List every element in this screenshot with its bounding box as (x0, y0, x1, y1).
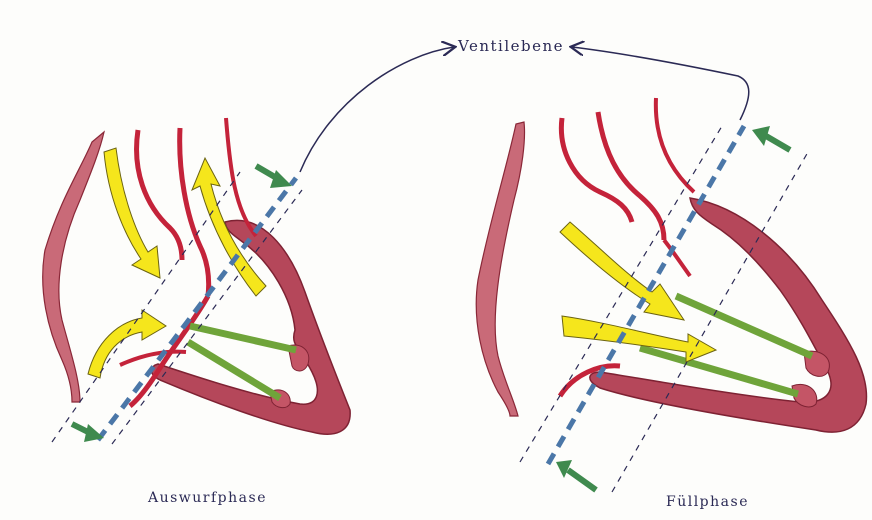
filling-heart (476, 98, 866, 492)
vessel-right-1 (561, 118, 632, 222)
flow-arrow-in-left (104, 148, 160, 278)
flow-arrow-right-lower (562, 316, 716, 362)
movement-arrow-right-top (752, 126, 790, 150)
valve-plane-connector-right (572, 47, 749, 120)
ejection-phase-label: Auswurfphase (148, 490, 267, 506)
movement-arrow-right-bottom (556, 460, 596, 490)
chordae-left-1 (190, 326, 296, 350)
movement-arrow-left-top (256, 166, 292, 188)
vessel-right-4 (664, 240, 690, 276)
valve-plane-connector-left (300, 47, 454, 172)
filling-phase-label: Füllphase (666, 494, 749, 510)
right-atrium-wall (476, 122, 524, 416)
vessel-left-1 (137, 130, 182, 260)
vessel-left-2 (180, 128, 209, 296)
ventricle-wall-right (590, 198, 867, 432)
valve-plane-label: Ventilebene (458, 37, 564, 55)
ejection-heart (43, 118, 350, 444)
vessel-right-3 (656, 98, 694, 192)
vessel-left-5 (120, 352, 186, 365)
vessel-left-3 (226, 118, 256, 236)
